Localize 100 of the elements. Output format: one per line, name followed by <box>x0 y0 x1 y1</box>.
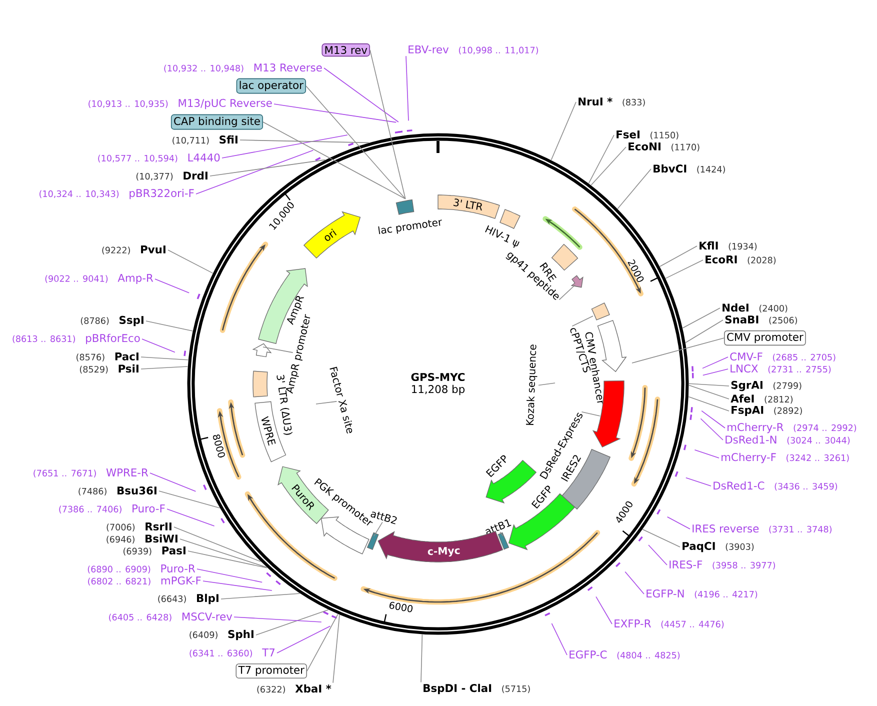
leader-line <box>166 508 215 526</box>
leader-line <box>146 320 194 332</box>
enzyme-site-label: SgrAI (2799) <box>731 380 802 392</box>
feature-label: attB2 <box>370 512 397 524</box>
enzyme-site-label: (6939) PasI <box>124 546 186 556</box>
primer-label: (10,913 .. 10,935) M13/pUC Reverse <box>88 98 272 110</box>
leader-line <box>316 401 338 404</box>
leader-line <box>550 102 576 160</box>
enzyme-site-label: EcoNI (1170) <box>628 142 700 152</box>
leader-line <box>306 86 406 200</box>
leader-line <box>188 550 268 568</box>
primer-label: DsRed1-N (3024 .. 3044) <box>726 435 850 445</box>
enzyme-site-label: BbvCI (1424) <box>654 164 725 174</box>
feature-label: CMV promoter <box>724 330 806 346</box>
leader-line <box>642 529 680 548</box>
leader-line <box>688 383 730 386</box>
plasmid-name: GPS-MYC <box>411 372 465 382</box>
enzyme-site-label: EcoRI (2028) <box>706 256 776 264</box>
enzyme-site-label: AfeI (2812) <box>730 394 793 404</box>
leader-line <box>648 544 668 566</box>
leader-line <box>274 104 396 123</box>
enzyme-site-label: PaqCI (3903) <box>682 542 754 552</box>
leader-line <box>688 396 730 412</box>
enzyme-site-label: FseI (1150) <box>616 130 678 140</box>
primer-label: (10,324 .. 10,343) pBR322ori-F <box>40 188 194 200</box>
leader-line <box>551 623 568 656</box>
leader-line <box>324 68 399 122</box>
primer-label: EXFP-R (4457 .. 4476) <box>614 620 724 628</box>
feature-mark <box>570 275 584 288</box>
feature-label: Kozak sequence <box>526 344 538 425</box>
leader-line <box>158 490 220 508</box>
primer-label: LNCX (2731 .. 2755) <box>730 364 831 374</box>
enzyme-site-label: SnaBI (2506) <box>725 315 798 325</box>
leader-line <box>142 338 176 353</box>
leader-line <box>702 368 728 376</box>
feature-mark <box>366 532 379 550</box>
leader-line <box>685 320 724 343</box>
feature-label: M13 rev <box>322 43 370 57</box>
leader-line <box>180 538 267 568</box>
leader-line <box>538 382 556 386</box>
leader-line <box>222 134 348 158</box>
leader-line <box>590 146 626 186</box>
enzyme-site-label: (6409) SphI <box>190 630 254 640</box>
enzyme-site-label: BspDI - ClaI (5715) <box>424 684 530 694</box>
leader-line <box>665 260 704 279</box>
primer-label: (6341 .. 6360) T7 <box>190 648 274 658</box>
leader-line <box>596 596 612 624</box>
leader-line <box>306 614 338 672</box>
feature-label: T7 promoter <box>236 663 307 679</box>
enzyme-site-label: (10,711) SfiI <box>172 135 238 145</box>
feature-label: CAP binding site <box>170 114 263 130</box>
primer-label: IRES reverse (3731 .. 3748) <box>692 524 832 534</box>
enzyme-site-label: (7486) Bsu36I <box>78 486 156 496</box>
enzyme-site-label: (8576) PacI <box>76 352 138 362</box>
primer-label: (10,577 .. 10,594) L4440 <box>98 153 220 163</box>
enzyme-site-label: (6946) BsiWI <box>106 534 178 544</box>
primer-label: (6405 .. 6428) MSCV-rev <box>109 612 232 622</box>
leader-line <box>702 356 728 369</box>
leader-line <box>701 410 726 428</box>
enzyme-site-label: (7006) RsrII <box>106 522 172 532</box>
primer-label: mCherry-R (2974 .. 2992) <box>728 422 856 434</box>
enzyme-site-label: (8529) PsiI <box>80 364 138 374</box>
leader-line <box>140 366 188 370</box>
tick-label: 8000 <box>213 434 225 458</box>
leader-line <box>666 516 690 530</box>
plasmid-size: 11,208 bp <box>412 384 465 396</box>
leader-line <box>234 616 322 622</box>
primer-label: (7651 .. 7671) WPRE-R <box>34 468 148 478</box>
enzyme-site-label: FspAI (2892) <box>732 406 802 416</box>
leader-line <box>572 316 594 326</box>
leader-line <box>624 571 644 594</box>
leader-line <box>262 346 294 353</box>
leader-line <box>196 150 314 194</box>
primer-label: EBV-rev (10,998 .. 11,017) <box>408 46 538 54</box>
leader-line <box>262 122 406 200</box>
enzyme-site-label: KflI (1934) <box>700 241 757 251</box>
leader-line <box>202 580 272 591</box>
leader-line <box>140 356 189 360</box>
leader-line <box>196 568 262 583</box>
leader-line <box>406 56 409 122</box>
enzyme-site-label: NruI * (833) <box>578 97 645 107</box>
leader-line <box>220 593 300 600</box>
leader-line <box>588 134 614 184</box>
enzyme-site-label: (6322) XbaI * <box>257 684 332 694</box>
leader-line <box>694 450 720 458</box>
enzyme-site-label: (9222) PvuI <box>102 246 166 254</box>
enzyme-site-label: (10,377) DrdI <box>136 171 208 181</box>
leader-line <box>686 477 712 486</box>
primer-label: (6890 .. 6909) Puro-R <box>88 564 196 574</box>
enzyme-site-label: (8786) SspI <box>80 316 144 326</box>
leader-line <box>682 308 720 328</box>
leader-line <box>500 532 504 536</box>
tick-label: 6000 <box>390 602 413 612</box>
leader-line <box>420 634 423 683</box>
leader-line <box>168 250 214 274</box>
feature-label: lac operator <box>236 78 306 94</box>
leader-line <box>700 418 724 440</box>
gene-feature: 3' LTR <box>438 194 500 219</box>
leader-line <box>659 246 698 267</box>
leader-line <box>332 614 340 684</box>
